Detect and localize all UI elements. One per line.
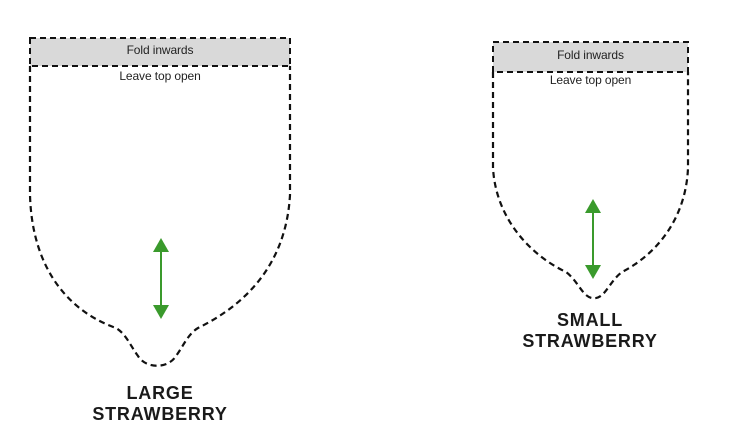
large-open-label: Leave top open bbox=[119, 69, 201, 83]
small-title-line1: SMALL bbox=[557, 310, 623, 330]
small-pattern-title: SMALL STRAWBERRY bbox=[490, 310, 690, 352]
small-fold-band bbox=[492, 41, 689, 73]
small-strawberry-pattern bbox=[491, 41, 690, 300]
small-fold-label: Fold inwards bbox=[557, 48, 624, 62]
small-title-line2: STRAWBERRY bbox=[522, 331, 658, 351]
large-title-line2: STRAWBERRY bbox=[92, 404, 228, 424]
small-pattern-outline bbox=[491, 72, 690, 300]
large-strawberry-pattern bbox=[28, 37, 292, 367]
small-grain-arrow-icon bbox=[585, 199, 601, 279]
large-title-line1: LARGE bbox=[126, 383, 194, 403]
large-pattern-outline bbox=[28, 66, 292, 367]
large-fold-label: Fold inwards bbox=[126, 43, 194, 57]
large-fold-band bbox=[29, 37, 291, 67]
small-open-label: Leave top open bbox=[549, 73, 632, 87]
large-grain-arrow-icon bbox=[153, 238, 169, 319]
large-pattern-title: LARGE STRAWBERRY bbox=[60, 383, 260, 425]
